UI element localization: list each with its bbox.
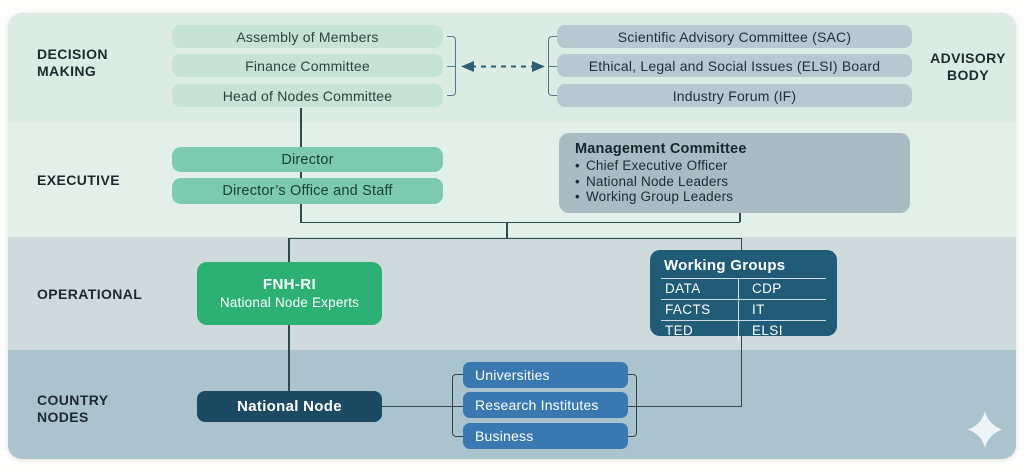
bullet-icon: • xyxy=(575,173,580,189)
member-label: Chief Executive Officer xyxy=(585,158,728,173)
box-fnh-ri: FNH-RI National Node Experts xyxy=(197,262,382,325)
wg-cell: CDP xyxy=(752,281,782,296)
bracket-partners-right-mid-stub xyxy=(626,405,637,408)
fnh-ri-subtitle: National Node Experts xyxy=(219,294,360,310)
working-groups-row: FACTS IT xyxy=(661,299,826,320)
box-national-node: National Node xyxy=(197,391,382,422)
row-label-line: COUNTRY xyxy=(37,392,109,408)
connector-wg-down xyxy=(740,336,743,407)
management-committee-member: • Chief Executive Officer xyxy=(575,158,728,174)
connector-h2 xyxy=(288,237,742,240)
row-label-decision-making: DECISION MAKING xyxy=(37,46,108,80)
member-label: Working Group Leaders xyxy=(585,189,734,204)
box-working-groups: Working Groups DATA CDP FACTS IT TED ELS… xyxy=(650,250,837,341)
box-industry-forum: Industry Forum (IF) xyxy=(557,84,912,107)
row-label-line: NODES xyxy=(37,409,89,425)
connector-nationalnode-to-partners xyxy=(382,405,452,408)
box-director: Director xyxy=(172,147,443,172)
connector-h1 xyxy=(300,221,740,224)
bracket-partners-left-mid-stub xyxy=(452,405,463,408)
advisory-body-label: ADVISORY BODY xyxy=(920,50,1016,84)
working-groups-title: Working Groups xyxy=(664,257,786,274)
box-directors-office: Director’s Office and Staff xyxy=(172,178,443,204)
wg-cell: DATA xyxy=(661,279,739,299)
box-sac: Scientific Advisory Committee (SAC) xyxy=(557,25,912,48)
management-committee-title: Management Committee xyxy=(575,141,747,157)
connector-mc-down xyxy=(739,213,741,222)
bracket-decision-mid-stub xyxy=(447,65,456,68)
management-committee-member: • National Node Leaders xyxy=(575,174,728,190)
bullet-icon: • xyxy=(575,158,580,173)
row-label-operational: OPERATIONAL xyxy=(37,286,143,302)
box-elsi-board: Ethical, Legal and Social Issues (ELSI) … xyxy=(557,54,912,77)
management-committee-member: • Working Group Leaders xyxy=(575,189,733,205)
connector-wg-to-partners xyxy=(637,405,742,408)
advisory-body-line: BODY xyxy=(946,67,990,83)
box-business: Business xyxy=(463,423,628,449)
box-universities: Universities xyxy=(463,362,628,388)
box-management-committee: Management Committee • Chief Executive O… xyxy=(559,133,910,213)
bullet-icon: • xyxy=(575,189,580,204)
connector-to-working-groups xyxy=(740,237,743,251)
bracket-advisory-mid-stub xyxy=(548,65,557,68)
box-head-of-nodes-committee: Head of Nodes Committee xyxy=(172,84,443,107)
wg-cell: TED xyxy=(661,321,739,341)
sparkle-icon xyxy=(968,411,1002,448)
working-groups-row: TED ELSI xyxy=(661,320,826,341)
member-label: National Node Leaders xyxy=(585,173,729,189)
double-arrow-icon xyxy=(460,58,546,75)
row-label-country-nodes: COUNTRY NODES xyxy=(37,392,109,426)
connector-mid-stub xyxy=(506,221,508,239)
box-assembly-of-members: Assembly of Members xyxy=(172,25,443,48)
band-operational xyxy=(8,237,1016,350)
row-label-line: DECISION xyxy=(37,46,108,62)
row-label-line: MAKING xyxy=(37,63,97,79)
wg-cell: ELSI xyxy=(752,323,783,338)
working-groups-row: DATA CDP xyxy=(661,278,826,299)
box-research-institutes: Research Institutes xyxy=(463,392,628,418)
wg-cell: FACTS xyxy=(661,300,739,320)
fnh-ri-title: FNH-RI xyxy=(262,275,317,293)
wg-cell: IT xyxy=(752,302,765,317)
row-label-executive: EXECUTIVE xyxy=(37,172,120,188)
advisory-body-line: ADVISORY xyxy=(930,50,1006,66)
working-groups-table: DATA CDP FACTS IT TED ELSI xyxy=(661,278,826,341)
box-finance-committee: Finance Committee xyxy=(172,54,443,77)
